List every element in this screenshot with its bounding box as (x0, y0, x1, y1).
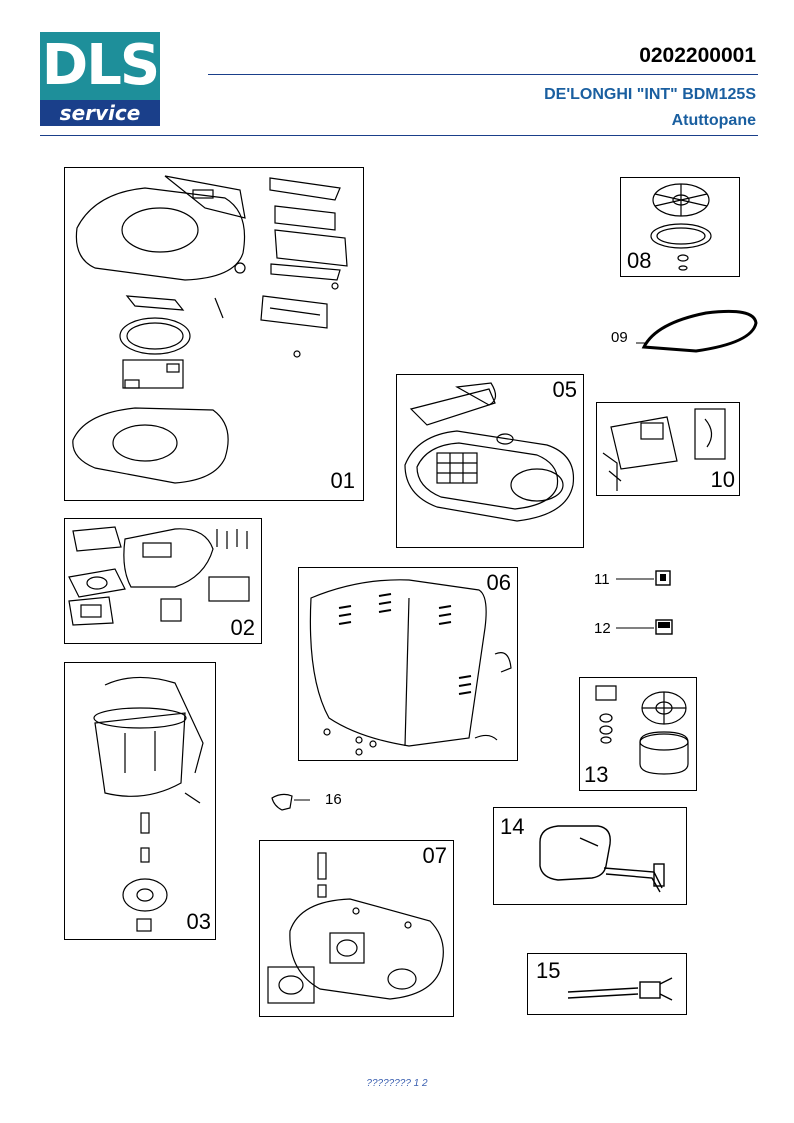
document-code: 0202200001 (639, 44, 756, 67)
page-footer: ???????? 1 2 (366, 1078, 428, 1089)
part-number-10: 10 (710, 467, 735, 492)
housing-drawing (309, 579, 512, 756)
part-group-05: 05 (396, 374, 584, 548)
product-name: Atuttopane (671, 112, 756, 129)
part-group-01: 01 (64, 167, 364, 501)
component-12-drawing (616, 619, 673, 635)
part-group-02: 02 (64, 518, 262, 644)
logo-service-word: service (40, 100, 160, 126)
part-number-15: 15 (536, 958, 561, 983)
part-number-06: 06 (486, 570, 511, 595)
logo-letters: DLS (41, 33, 161, 98)
base-plate-drawing (267, 852, 444, 1004)
part-number-14: 14 (500, 814, 525, 839)
motor-drawing (595, 685, 689, 775)
part-number-09: 09 (611, 329, 628, 346)
part-number-07: 07 (422, 843, 447, 868)
kneading-blade-drawing (271, 793, 310, 811)
part-number-08: 08 (627, 248, 652, 273)
part-group-15: 15 (527, 953, 687, 1015)
baking-pan-drawing (93, 676, 204, 932)
part-number-16: 16 (325, 791, 342, 808)
part-number-02: 02 (230, 615, 255, 640)
switch-drawing (616, 570, 671, 586)
power-cord-drawing (567, 977, 673, 1001)
dls-service-logo: DLS service (40, 32, 160, 126)
drive-belt-drawing (636, 309, 758, 353)
frame-drawing (404, 382, 575, 522)
part-number-13: 13 (584, 762, 609, 787)
part-number-03: 03 (186, 909, 211, 934)
pulley-drawing (650, 183, 712, 271)
electronic-board-drawing (602, 408, 726, 491)
part-group-06: 06 (298, 567, 518, 761)
part-group-14: 14 (493, 807, 687, 905)
part-group-10: 10 (596, 402, 740, 496)
part-number-12: 12 (594, 620, 611, 637)
part-group-07: 07 (259, 840, 454, 1017)
part-group-08: 08 (620, 177, 740, 277)
part-group-13: 13 (579, 677, 697, 791)
part-group-03: 03 (64, 662, 216, 940)
model-title: DE'LONGHI "INT" BDM125S (544, 86, 756, 103)
lid-assembly-drawing (72, 175, 348, 484)
heating-element-drawing (539, 825, 665, 893)
header-divider-bottom (40, 135, 758, 136)
part-number-11: 11 (594, 571, 610, 588)
part-number-05: 05 (552, 377, 577, 402)
header-divider (208, 74, 758, 75)
part-number-01: 01 (330, 468, 355, 493)
control-panel-drawing (68, 526, 250, 626)
